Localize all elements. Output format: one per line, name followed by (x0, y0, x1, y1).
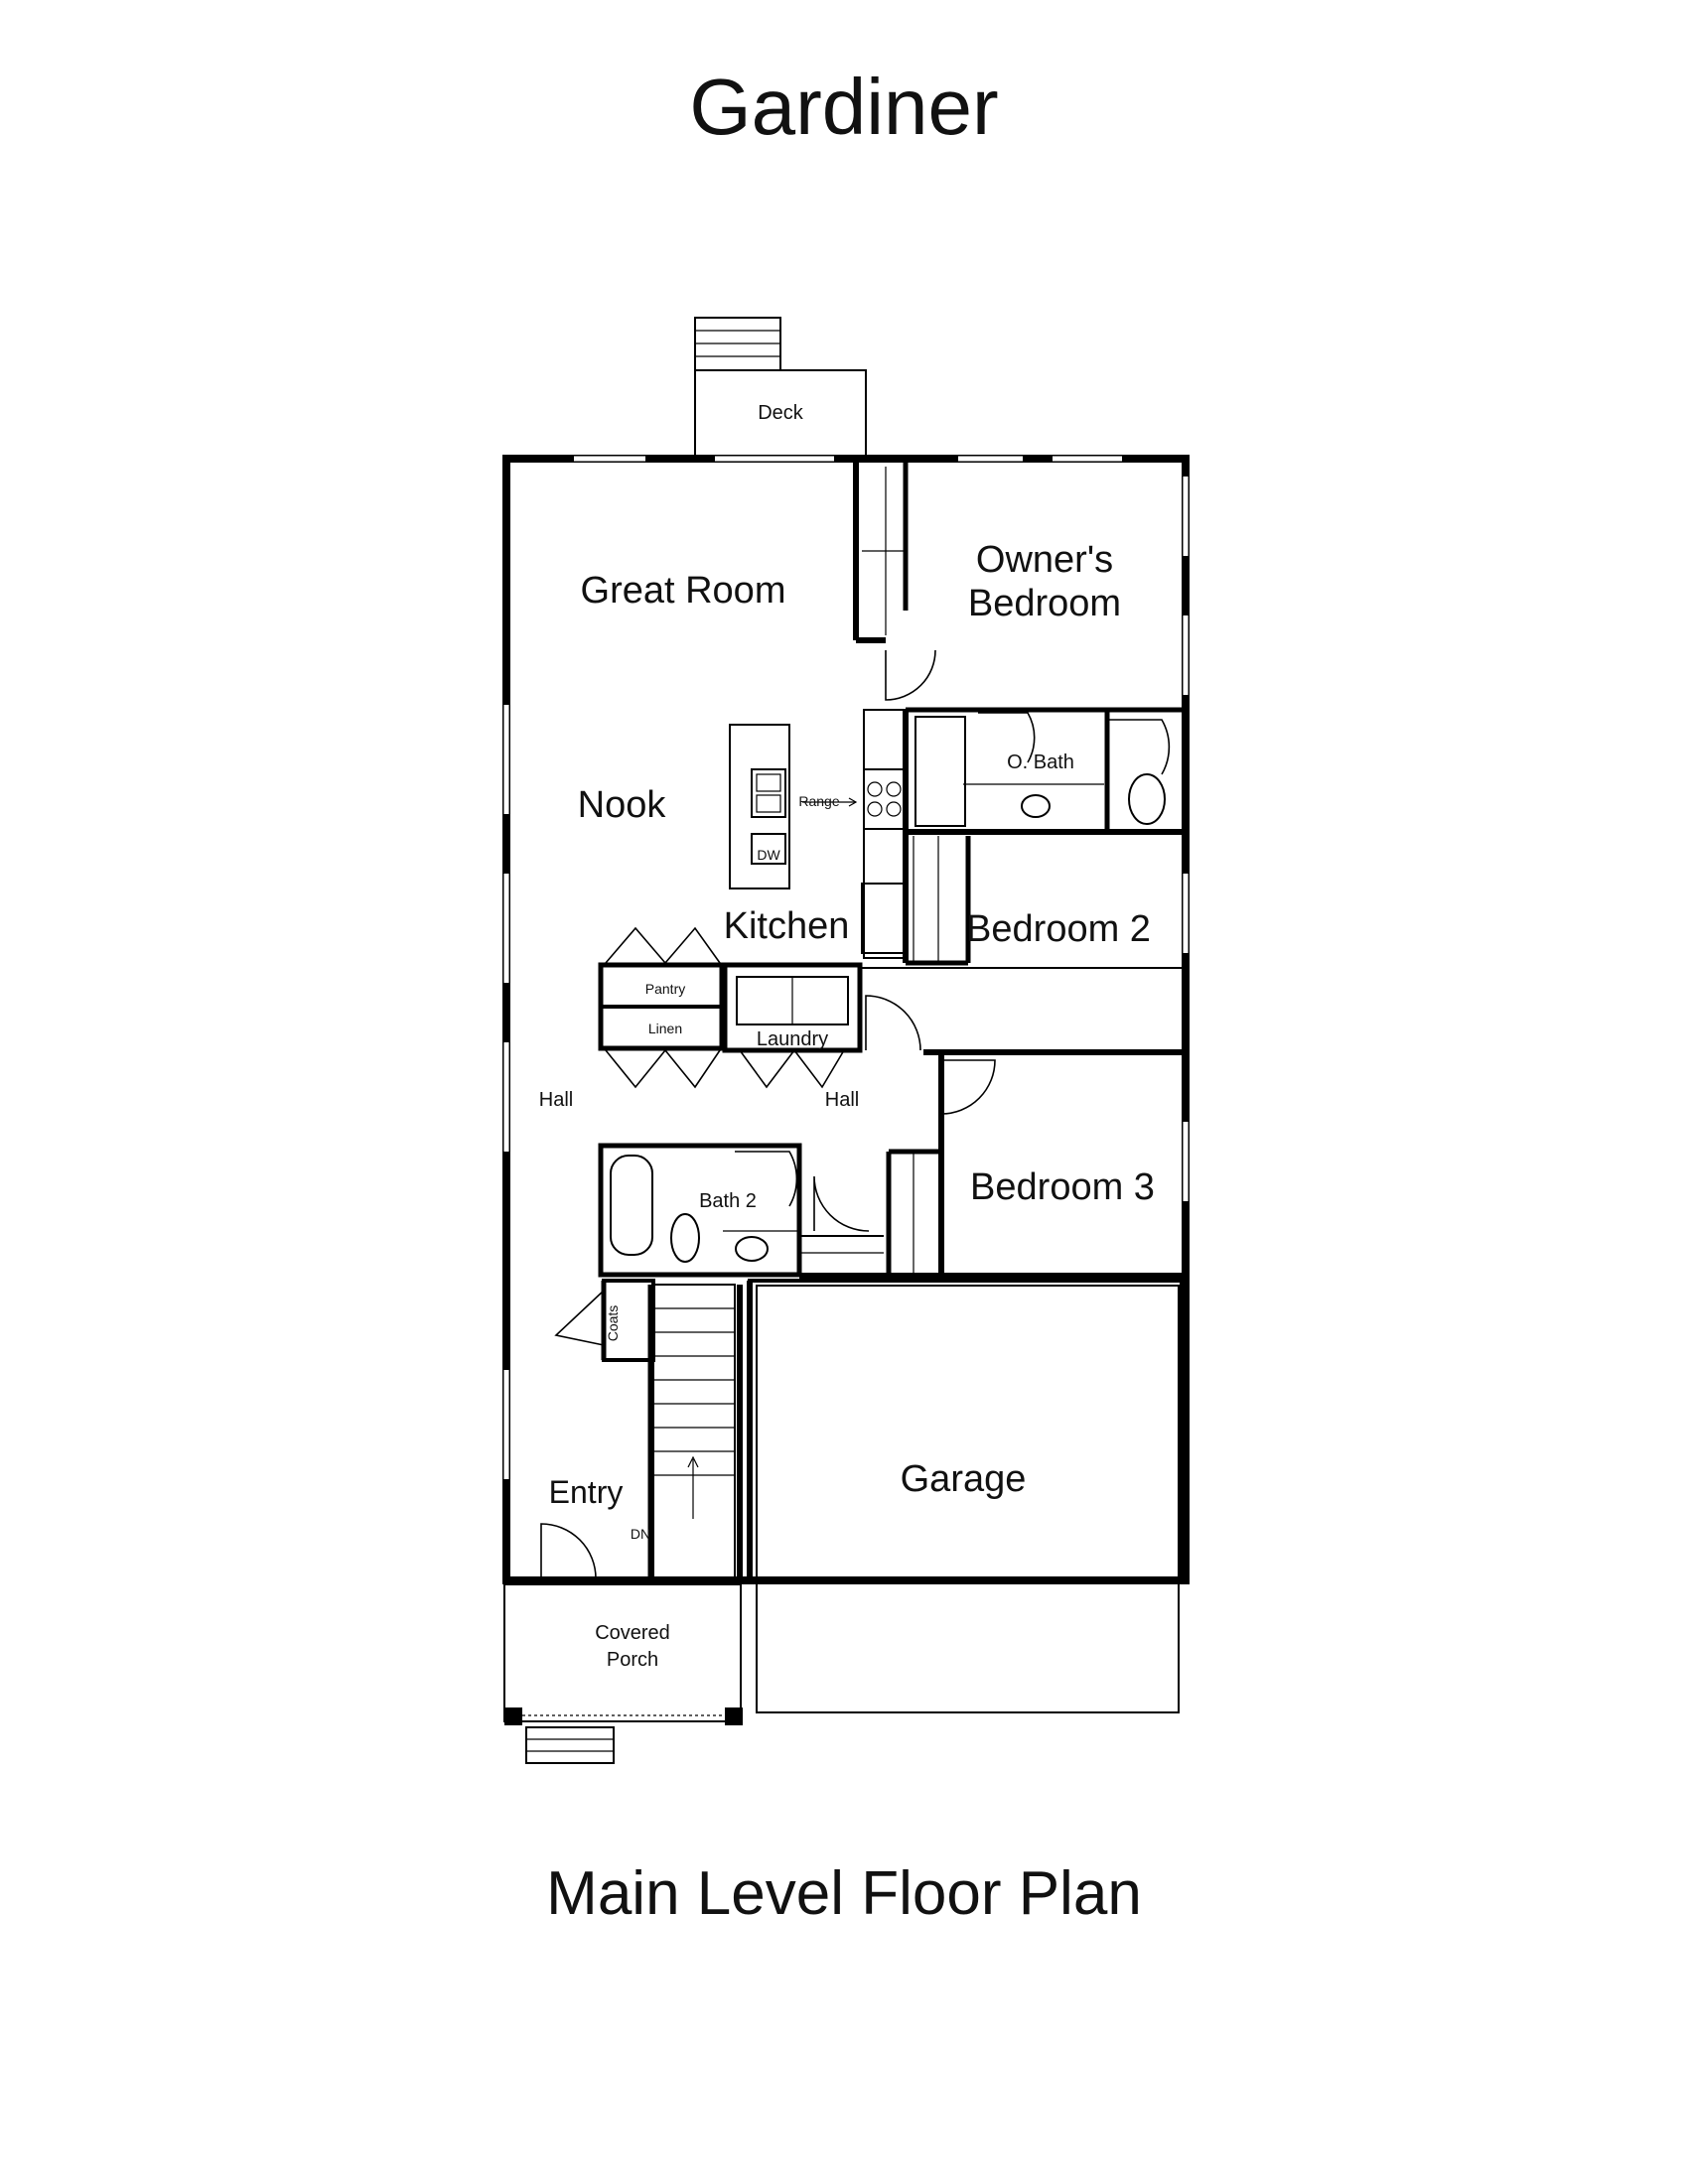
label-hall-left: Hall (539, 1089, 573, 1111)
plan-title: Gardiner (689, 63, 999, 151)
doors (540, 649, 1171, 1579)
label-nook: Nook (578, 784, 667, 826)
label-pantry: Pantry (645, 981, 685, 997)
fixtures (670, 773, 1166, 1263)
label-dn: DN (631, 1526, 650, 1542)
label-bedroom-3: Bedroom 3 (970, 1166, 1155, 1208)
label-bedroom-2: Bedroom 2 (966, 908, 1151, 950)
label-o-bath: O. Bath (1007, 751, 1074, 773)
label-bath-2: Bath 2 (699, 1190, 757, 1212)
label-entry: Entry (549, 1474, 624, 1510)
label-dw: DW (757, 847, 780, 863)
label-covered-porch-line1: Covered (595, 1622, 670, 1644)
label-owners-bedroom-line1: Owner's (976, 539, 1113, 581)
plan-subtitle: Main Level Floor Plan (546, 1859, 1142, 1928)
label-garage: Garage (901, 1458, 1027, 1500)
label-covered-porch-line2: Porch (607, 1649, 658, 1671)
label-range: Range (798, 793, 839, 809)
label-great-room: Great Room (581, 570, 786, 612)
label-coats: Coats (605, 1305, 621, 1342)
label-kitchen: Kitchen (724, 905, 850, 947)
exterior-walls (502, 455, 1190, 1584)
label-laundry: Laundry (757, 1028, 828, 1050)
label-owners-bedroom-line2: Bedroom (968, 583, 1121, 624)
label-deck: Deck (758, 402, 804, 424)
label-linen: Linen (648, 1021, 682, 1036)
interior-walls (598, 463, 1184, 1713)
deck (694, 317, 867, 457)
label-hall-right: Hall (825, 1089, 859, 1111)
covered-porch (503, 1583, 743, 1764)
kitchen-island (729, 724, 858, 889)
